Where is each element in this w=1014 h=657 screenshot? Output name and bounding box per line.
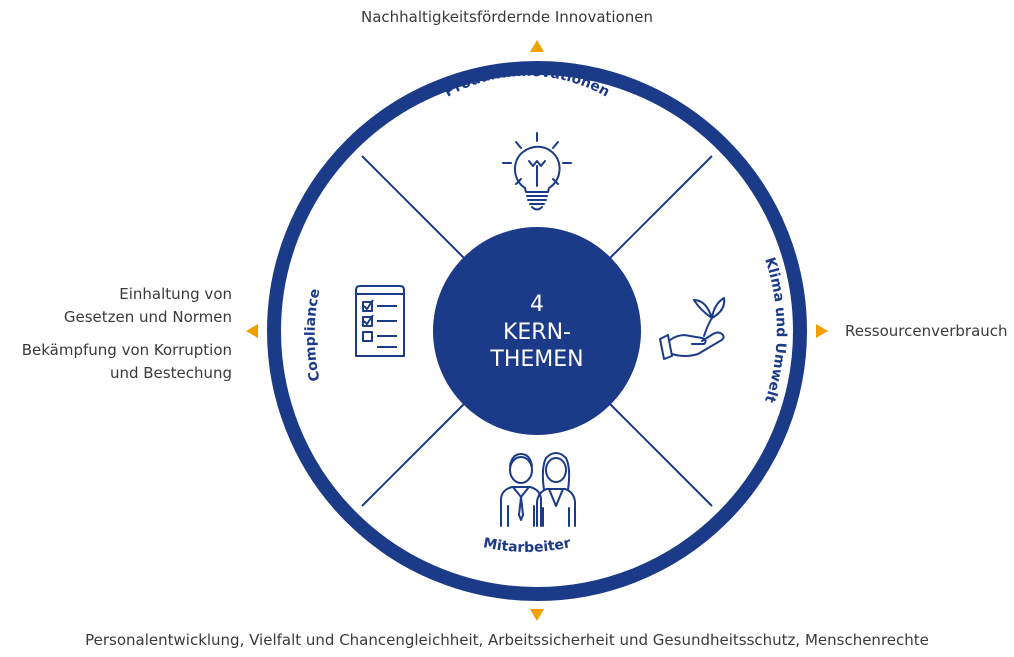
center-circle bbox=[433, 227, 641, 435]
center-line2: THEMEN bbox=[489, 347, 583, 372]
arrow-left-icon bbox=[246, 324, 258, 338]
outer-label-top: Nachhaltigkeitsfördernde Innovationen bbox=[360, 8, 654, 26]
lightbulb-icon bbox=[502, 132, 572, 211]
outer-label-left-line: Einhaltung von bbox=[119, 285, 232, 303]
spacer bbox=[22, 329, 232, 339]
divider-bottom-right bbox=[607, 401, 713, 507]
arrow-right-icon bbox=[816, 324, 828, 338]
outer-label-left: Einhaltung von Gesetzen und Normen Bekäm… bbox=[22, 283, 232, 385]
outer-label-left-line: Bekämpfung von Korruption bbox=[21, 341, 232, 359]
quadrant-dividers bbox=[361, 155, 713, 507]
divider-bottom-left bbox=[361, 401, 467, 507]
outer-label-left-line: Gesetzen und Normen bbox=[63, 308, 232, 326]
arrow-up-icon bbox=[530, 40, 544, 52]
segment-label-left: Compliance bbox=[303, 287, 324, 382]
hand-plant-icon bbox=[659, 297, 726, 360]
segment-label-bottom: Mitarbeiter bbox=[482, 535, 572, 556]
checklist-icon bbox=[355, 285, 405, 357]
svg-text:Compliance: Compliance bbox=[303, 287, 324, 382]
arrow-down-icon bbox=[530, 609, 544, 621]
outer-label-bottom: Personalentwicklung, Vielfalt und Chance… bbox=[85, 631, 929, 649]
outer-label-left-line: und Bestechung bbox=[109, 364, 232, 382]
center-number: 4 bbox=[530, 292, 544, 317]
employees-icon bbox=[500, 452, 576, 527]
svg-text:Mitarbeiter: Mitarbeiter bbox=[482, 535, 572, 556]
divider-top-left bbox=[361, 155, 467, 261]
divider-top-right bbox=[607, 155, 713, 261]
center-line1: KERN- bbox=[503, 320, 571, 345]
outer-label-right: Ressourcenverbrauch bbox=[845, 322, 1008, 340]
